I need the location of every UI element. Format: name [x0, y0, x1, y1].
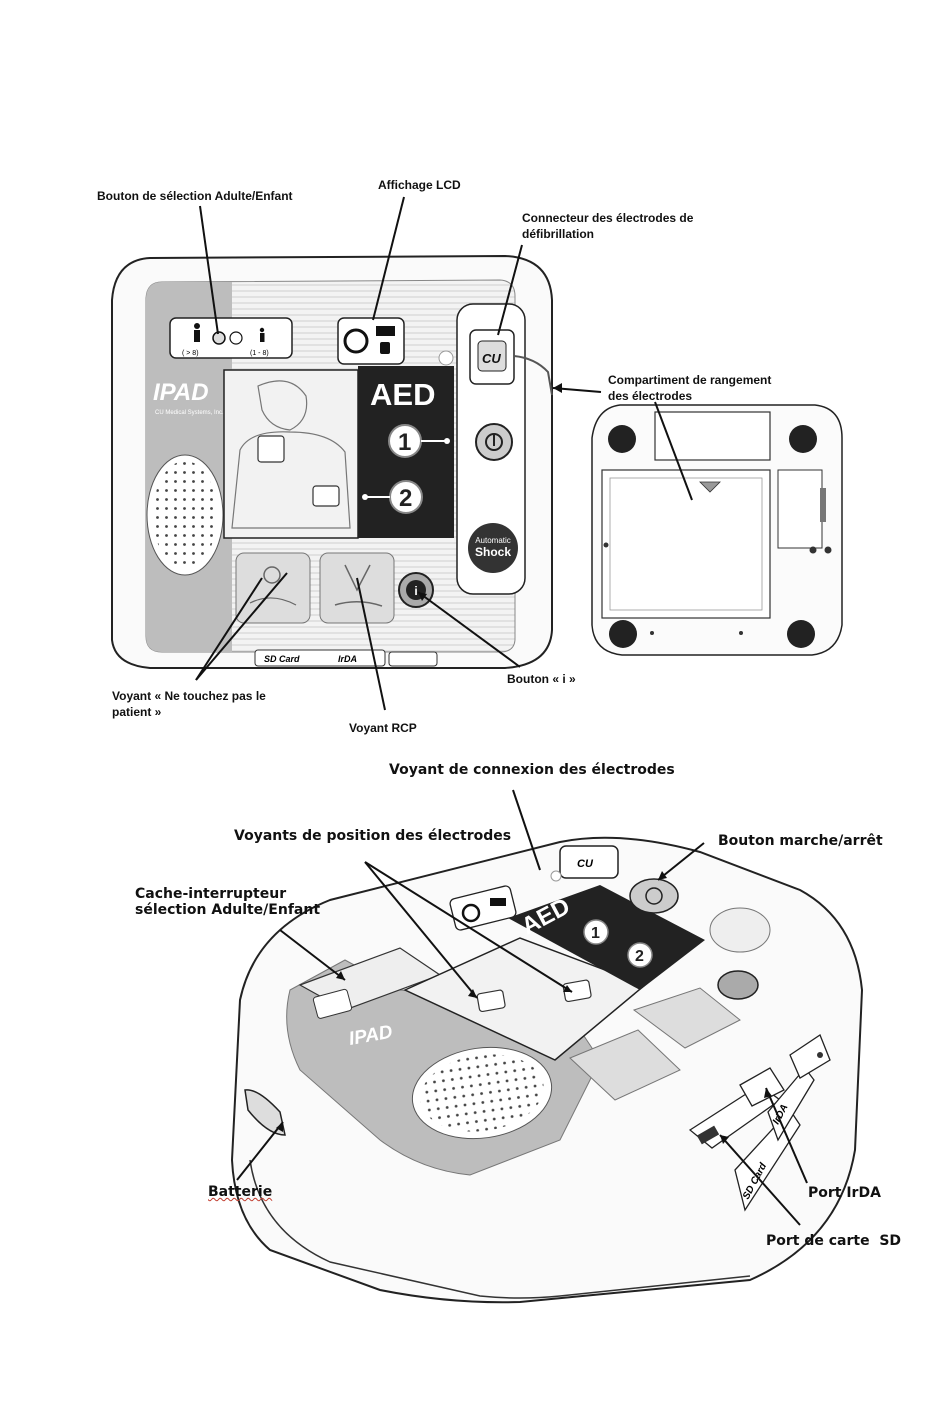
label-no-touch-light: Voyant « Ne touchez pas le patient » — [112, 689, 266, 719]
label-pad-storage: Compartiment de rangement des électrodes — [608, 373, 772, 403]
foot-bottom-right — [787, 620, 815, 648]
irda-port-cover — [767, 1066, 815, 1142]
torso-outline — [231, 380, 351, 529]
perspective-pad1-marker — [476, 989, 506, 1013]
label-cpr-light: Voyant RCP — [349, 721, 417, 735]
leader-no-touch-2 — [195, 572, 288, 681]
aed-title: AED — [370, 377, 435, 412]
label-irda-port: Port IrDA — [808, 1185, 881, 1201]
auto-shock-line2: Shock — [475, 545, 511, 559]
perspective-step2: 2 — [635, 948, 644, 965]
irda-port[interactable] — [739, 1067, 785, 1107]
perspective-info-button[interactable] — [717, 970, 759, 1000]
leader-lines — [195, 196, 808, 1226]
label-info-button: Bouton « i » — [507, 672, 576, 686]
leader-pad-position-1 — [364, 861, 478, 999]
info-glyph: i — [414, 584, 417, 598]
sd-card-text: SD Card — [264, 654, 300, 664]
lcd-display — [337, 317, 405, 365]
auto-shock-line1: Automatic — [475, 536, 511, 545]
leader-adult-child — [199, 205, 219, 335]
foot-bottom-left — [609, 620, 637, 648]
label-pad-connector: Connecteur des électrodes de défibrillat… — [522, 211, 694, 241]
pad-cable — [513, 355, 553, 396]
label-sd-port: Port de carte SD — [766, 1233, 902, 1249]
cpr-icon — [334, 564, 383, 607]
back-label-area — [654, 411, 771, 461]
foot-top-right — [789, 425, 817, 453]
speaker-grille — [153, 461, 217, 569]
perspective-pad2-marker — [562, 979, 592, 1003]
leader-pad-storage-back — [654, 401, 693, 501]
child-select-button[interactable] — [229, 331, 243, 345]
pad-placement-picture — [223, 369, 359, 539]
perspective-cpr-light — [632, 987, 741, 1049]
perspective-round-cap — [709, 907, 771, 953]
adult-icon — [194, 323, 200, 342]
irda-text: IrDA — [338, 654, 357, 664]
cu-logo-plug — [477, 340, 507, 372]
label-power-button: Bouton marche/arrêt — [718, 833, 883, 849]
pad-storage-compartment — [601, 469, 771, 619]
pad1-marker — [257, 435, 285, 463]
label-pad-connection-light: Voyant de connexion des électrodes — [389, 762, 675, 778]
pad-connection-light — [438, 350, 454, 366]
label-battery: Batterie — [208, 1184, 273, 1200]
perspective-power-button[interactable] — [629, 878, 679, 914]
pad2-marker — [312, 485, 340, 507]
step2-number: 2 — [399, 485, 412, 512]
leader-info — [417, 591, 521, 668]
battery[interactable] — [244, 1089, 286, 1136]
leader-sd — [719, 1134, 801, 1226]
leader-battery — [236, 1121, 284, 1181]
leader-no-touch-1 — [195, 577, 263, 681]
cpr-light — [319, 552, 395, 624]
perspective-pad-connector[interactable] — [559, 845, 619, 879]
leader-connection-light — [512, 789, 541, 871]
lcd-card-icon — [380, 342, 390, 354]
side-tab — [388, 651, 438, 667]
leader-pad-connector — [497, 244, 523, 336]
leader-switch-cover — [279, 929, 346, 981]
lcd-battery-icon — [376, 326, 395, 336]
adult-range-label: ( > 8) — [182, 350, 199, 357]
hands-off-icon — [263, 566, 281, 584]
back-side-panel — [777, 469, 823, 549]
adult-select-button[interactable] — [212, 331, 226, 345]
perspective-cu-logo: CU — [577, 858, 594, 870]
maker-name: CU Medical Systems, Inc. — [155, 410, 224, 416]
perspective-step1: 1 — [591, 925, 600, 942]
perspective-no-touch-light — [569, 1029, 681, 1101]
perspective-view-device: IPAD AED 1 2 CU — [230, 836, 864, 1304]
lcd-ring-icon — [343, 328, 369, 354]
label-switch-cover: Cache-interrupteur sélection Adulte/Enfa… — [135, 886, 321, 918]
sd-port-cover — [734, 1108, 801, 1212]
leader-lcd — [372, 196, 405, 321]
label-lcd-display: Affichage LCD — [378, 178, 461, 192]
label-adult-child-button: Bouton de sélection Adulte/Enfant — [97, 189, 293, 203]
brand-logo: IPAD — [153, 379, 209, 406]
foot-top-left — [608, 425, 636, 453]
child-range-label: (1 - 8) — [250, 350, 269, 357]
leader-power — [657, 842, 705, 881]
child-icon — [259, 327, 265, 342]
cu-logo-text: CU — [482, 351, 501, 366]
port-cover-tab — [254, 649, 386, 667]
label-pad-position-lights: Voyants de position des électrodes — [234, 828, 512, 844]
leader-cpr — [356, 577, 386, 711]
auto-shock-badge — [468, 523, 518, 573]
perspective-connection-light — [550, 870, 562, 882]
step1-number: 1 — [398, 429, 411, 456]
leader-pad-position-2 — [364, 861, 573, 993]
leader-arrowheads — [276, 383, 772, 1144]
front-view-device: ( > 8) (1 - 8) IPAD CU Medical Systems, … — [111, 254, 553, 669]
leader-irda — [765, 1087, 808, 1184]
back-view-device — [591, 404, 843, 656]
